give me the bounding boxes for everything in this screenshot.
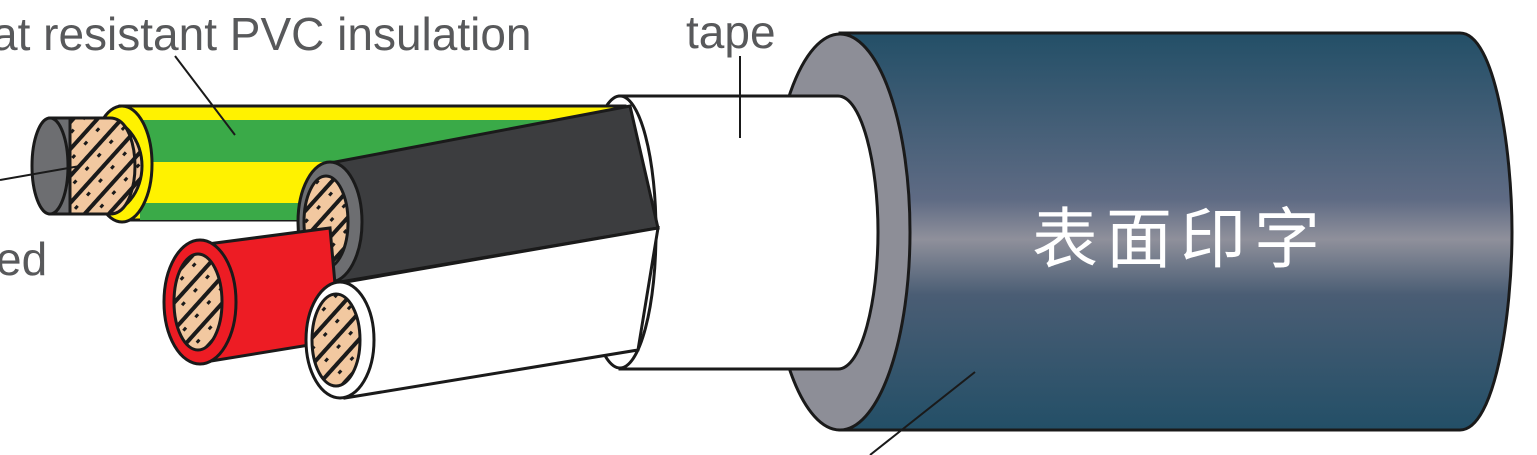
label-tape: tape	[686, 6, 776, 58]
sheath-body	[838, 31, 1514, 432]
label-conductor-partial: ed	[0, 233, 47, 285]
leader-conductor	[0, 165, 81, 181]
leader-insulation	[174, 55, 236, 136]
bare-conductor-left	[30, 116, 137, 216]
leader-lines	[0, 55, 976, 455]
conductor-strands-left	[68, 116, 137, 216]
white-conductor	[310, 292, 362, 388]
label-surface-print: 表面印字	[1032, 201, 1328, 278]
red-conductor	[172, 252, 224, 352]
leader-sheath	[869, 371, 976, 455]
label-insulation: at resistant PVC insulation	[0, 8, 532, 60]
tape-body	[618, 94, 880, 371]
gray-core-end-face	[30, 116, 70, 216]
core-white	[304, 226, 660, 400]
core-red	[162, 226, 342, 366]
